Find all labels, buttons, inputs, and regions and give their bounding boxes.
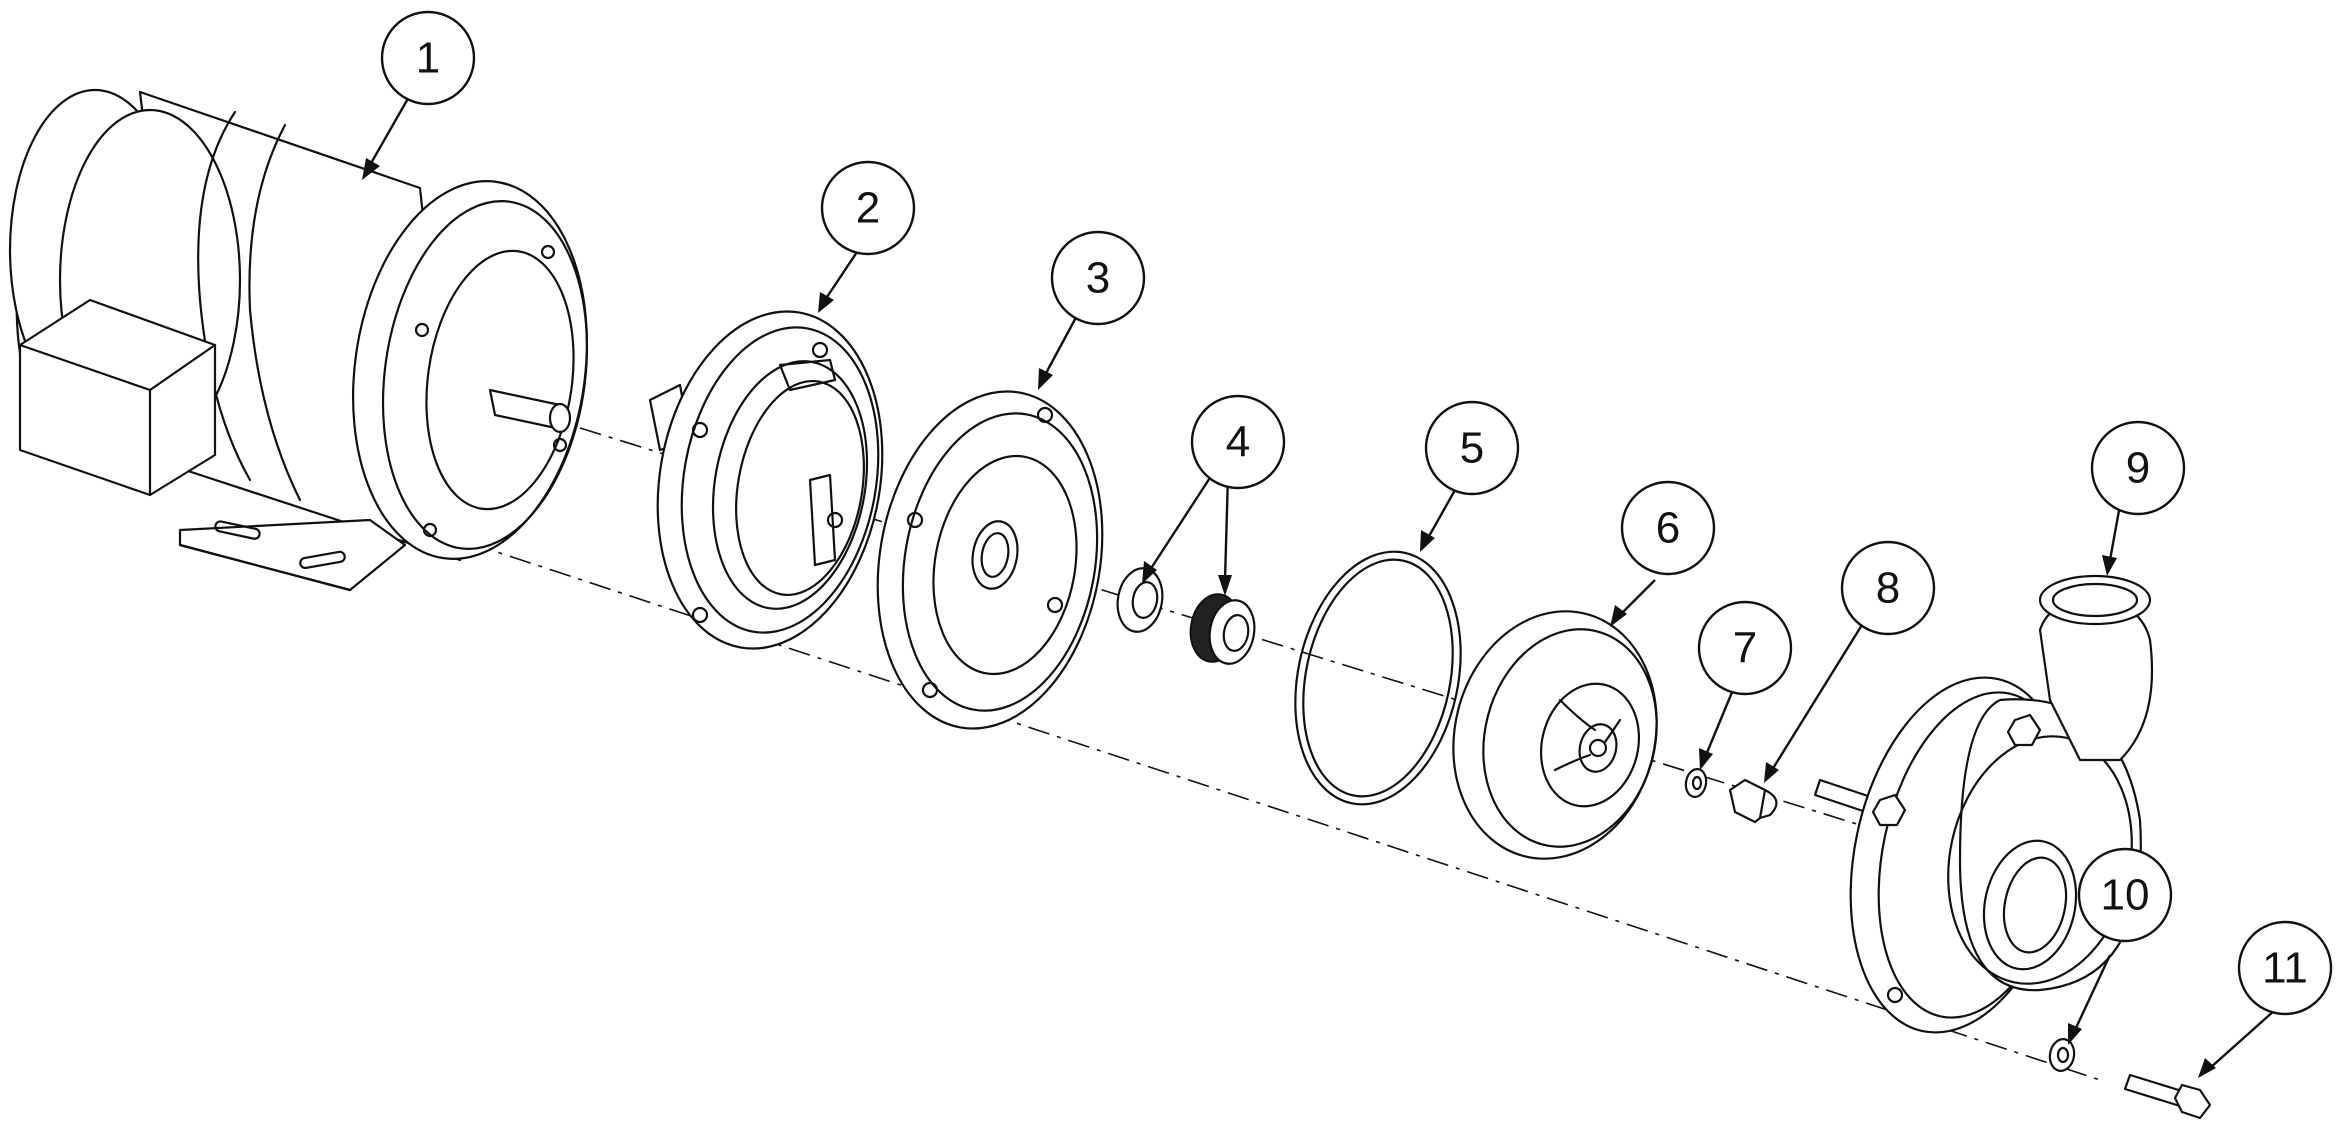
callout-2: 2 (820, 160, 916, 256)
leader-lines (362, 94, 2276, 1078)
part-motor (8, 88, 589, 592)
callout-number: 2 (856, 184, 880, 233)
callout-8: 8 (1840, 540, 1936, 636)
part-bolt (2123, 1073, 2212, 1120)
callout-number: 11 (2262, 944, 2308, 993)
part-casing (1813, 574, 2154, 1034)
callout-number: 4 (1226, 418, 1250, 467)
callout-4: 4 (1190, 394, 1286, 490)
callout-6: 6 (1620, 480, 1716, 576)
callout-3: 3 (1050, 230, 1146, 326)
callout-number: 6 (1656, 504, 1680, 553)
part-washer-small (1684, 768, 1708, 798)
callout-5: 5 (1424, 400, 1520, 496)
callout-number: 10 (2101, 871, 2150, 920)
callout-number: 8 (1876, 564, 1900, 613)
part-washer-large (2048, 1038, 2076, 1072)
part-backplate (876, 390, 1104, 730)
callout-7: 7 (1697, 600, 1793, 696)
callout-number: 1 (416, 34, 440, 83)
callout-9: 9 (2090, 420, 2186, 516)
callout-number: 5 (1460, 424, 1484, 473)
callout-number: 9 (2126, 444, 2150, 493)
callout-number: 3 (1086, 254, 1110, 303)
part-acorn-nut (1728, 778, 1778, 824)
part-o-ring (1294, 550, 1462, 806)
part-impeller (1452, 610, 1658, 860)
callout-10: 10 (2077, 847, 2173, 943)
callout-1: 1 (380, 10, 476, 106)
part-adapter (648, 310, 884, 650)
part-seal (1116, 567, 1256, 665)
callout-number: 7 (1733, 624, 1757, 673)
callout-11: 11 (2237, 920, 2333, 1016)
